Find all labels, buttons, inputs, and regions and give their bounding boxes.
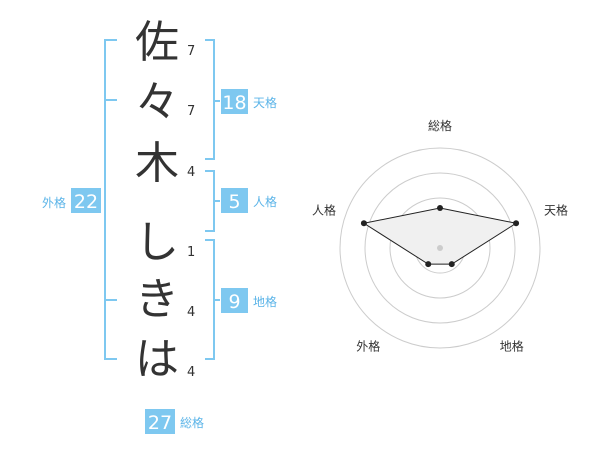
name-char-4: し <box>135 217 179 268</box>
chikaku-value: 9 <box>228 291 240 313</box>
gaikaku-value: 22 <box>74 191 98 213</box>
chikaku-bracket <box>205 239 220 360</box>
radar-point-5 <box>360 220 367 227</box>
stroke-count-2: 7 <box>187 104 195 119</box>
radar-axis-label-1: 総格 <box>428 118 452 133</box>
radar-polygon <box>362 207 518 265</box>
soukaku-value: 27 <box>148 412 172 434</box>
stroke-count-3: 4 <box>187 165 195 180</box>
tenkaku-badge: 18 天格 <box>221 89 277 114</box>
radar-axis-label-3: 地格 <box>500 339 524 354</box>
radar-point-4 <box>425 261 432 268</box>
jinkaku-label: 人格 <box>253 194 277 209</box>
radar-axis-label-5: 人格 <box>312 202 336 217</box>
tenkaku-label: 天格 <box>253 95 277 110</box>
chikaku-label: 地格 <box>253 294 277 309</box>
radar-point-3 <box>448 261 455 268</box>
name-char-5: き <box>135 274 179 325</box>
radar-axis-label-4: 外格 <box>356 339 380 354</box>
stroke-counts: 7 7 4 1 4 4 <box>187 44 195 380</box>
name-char-2: 々 <box>135 77 179 128</box>
jinkaku-bracket <box>205 170 220 232</box>
name-char-1: 佐 <box>135 17 179 68</box>
name-char-3: 木 <box>135 138 179 189</box>
stroke-count-1: 7 <box>187 44 195 59</box>
name-characters: 佐 々 木 し き は <box>135 17 179 385</box>
tenkaku-bracket <box>205 39 220 160</box>
jinkaku-value: 5 <box>228 191 240 213</box>
gaikaku-badge: 外格 22 <box>42 188 101 213</box>
tenkaku-value: 18 <box>222 92 246 114</box>
soukaku-badge: 27 総格 <box>145 409 204 434</box>
radar-axis-label-2: 天格 <box>544 202 568 217</box>
name-char-6: は <box>135 334 179 385</box>
gaikaku-label: 外格 <box>42 195 66 210</box>
radar-ring-4 <box>339 147 541 349</box>
gaikaku-bracket <box>104 39 117 360</box>
soukaku-label: 総格 <box>180 415 204 430</box>
radar-point-2 <box>513 220 520 227</box>
radar-ring-2 <box>389 197 491 299</box>
radar-ring-3 <box>364 172 516 324</box>
stroke-count-5: 4 <box>187 305 195 320</box>
stroke-count-4: 1 <box>187 245 195 260</box>
chikaku-badge: 9 地格 <box>221 288 277 313</box>
stroke-count-6: 4 <box>187 365 195 380</box>
radar-point-1 <box>437 205 443 211</box>
radar-center-point <box>437 245 443 251</box>
jinkaku-badge: 5 人格 <box>221 188 277 213</box>
